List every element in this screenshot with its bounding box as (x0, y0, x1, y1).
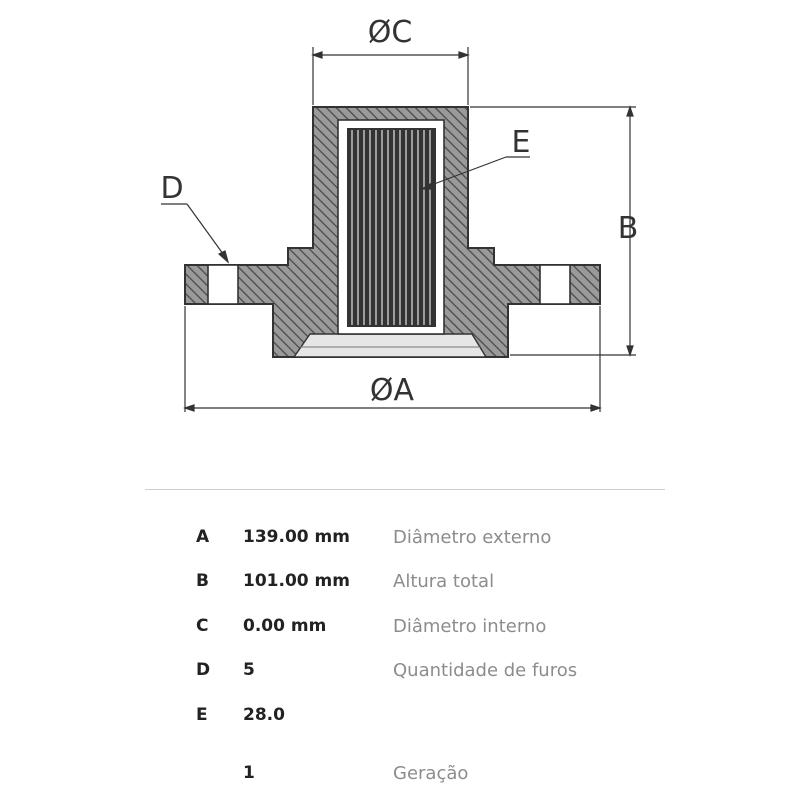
spec-description: Geração (393, 763, 469, 784)
spec-value: 5 (243, 660, 255, 680)
spec-value: 28.0 (243, 705, 285, 725)
spec-key: E (196, 705, 208, 725)
dimension-b-label: B (618, 211, 639, 246)
spec-key: C (196, 616, 209, 636)
spec-key: D (196, 660, 211, 680)
bolt-hole-left (207, 264, 239, 305)
dimension-a-label: ØA (370, 373, 415, 408)
spec-value: 0.00 mm (243, 616, 327, 636)
spec-key: B (196, 571, 209, 591)
spec-row-b: B 101.00 mm Altura total (0, 571, 800, 601)
hub-technical-drawing: ØC ØA B D E (160, 15, 639, 412)
dimension-b (470, 105, 636, 357)
spline-teeth (351, 130, 431, 325)
bolt-hole-right (539, 264, 571, 305)
spec-row-c: C 0.00 mm Diâmetro interno (0, 616, 800, 646)
spec-row-e: E 28.0 (0, 705, 800, 735)
leader-e-label: E (512, 125, 531, 160)
spec-key: A (196, 527, 210, 547)
bottom-seat (292, 333, 488, 358)
dimension-c (311, 47, 470, 105)
spec-description: Diâmetro externo (393, 527, 552, 548)
spec-value: 101.00 mm (243, 571, 350, 591)
dimension-c-label: ØC (368, 15, 413, 50)
leader-d-label: D (160, 171, 183, 206)
spec-description: Diâmetro interno (393, 616, 547, 637)
spec-description: Altura total (393, 571, 495, 592)
leader-d (161, 203, 230, 264)
spec-value: 1 (243, 763, 255, 783)
spec-row-generation: 1 Geração (0, 763, 800, 793)
spec-row-a: A 139.00 mm Diâmetro externo (0, 527, 800, 557)
spec-row-d: D 5 Quantidade de furos (0, 660, 800, 690)
section-divider (145, 489, 665, 490)
leader-e (419, 156, 530, 190)
spec-description: Quantidade de furos (393, 660, 578, 681)
spec-value: 139.00 mm (243, 527, 350, 547)
dimension-a (183, 306, 602, 412)
